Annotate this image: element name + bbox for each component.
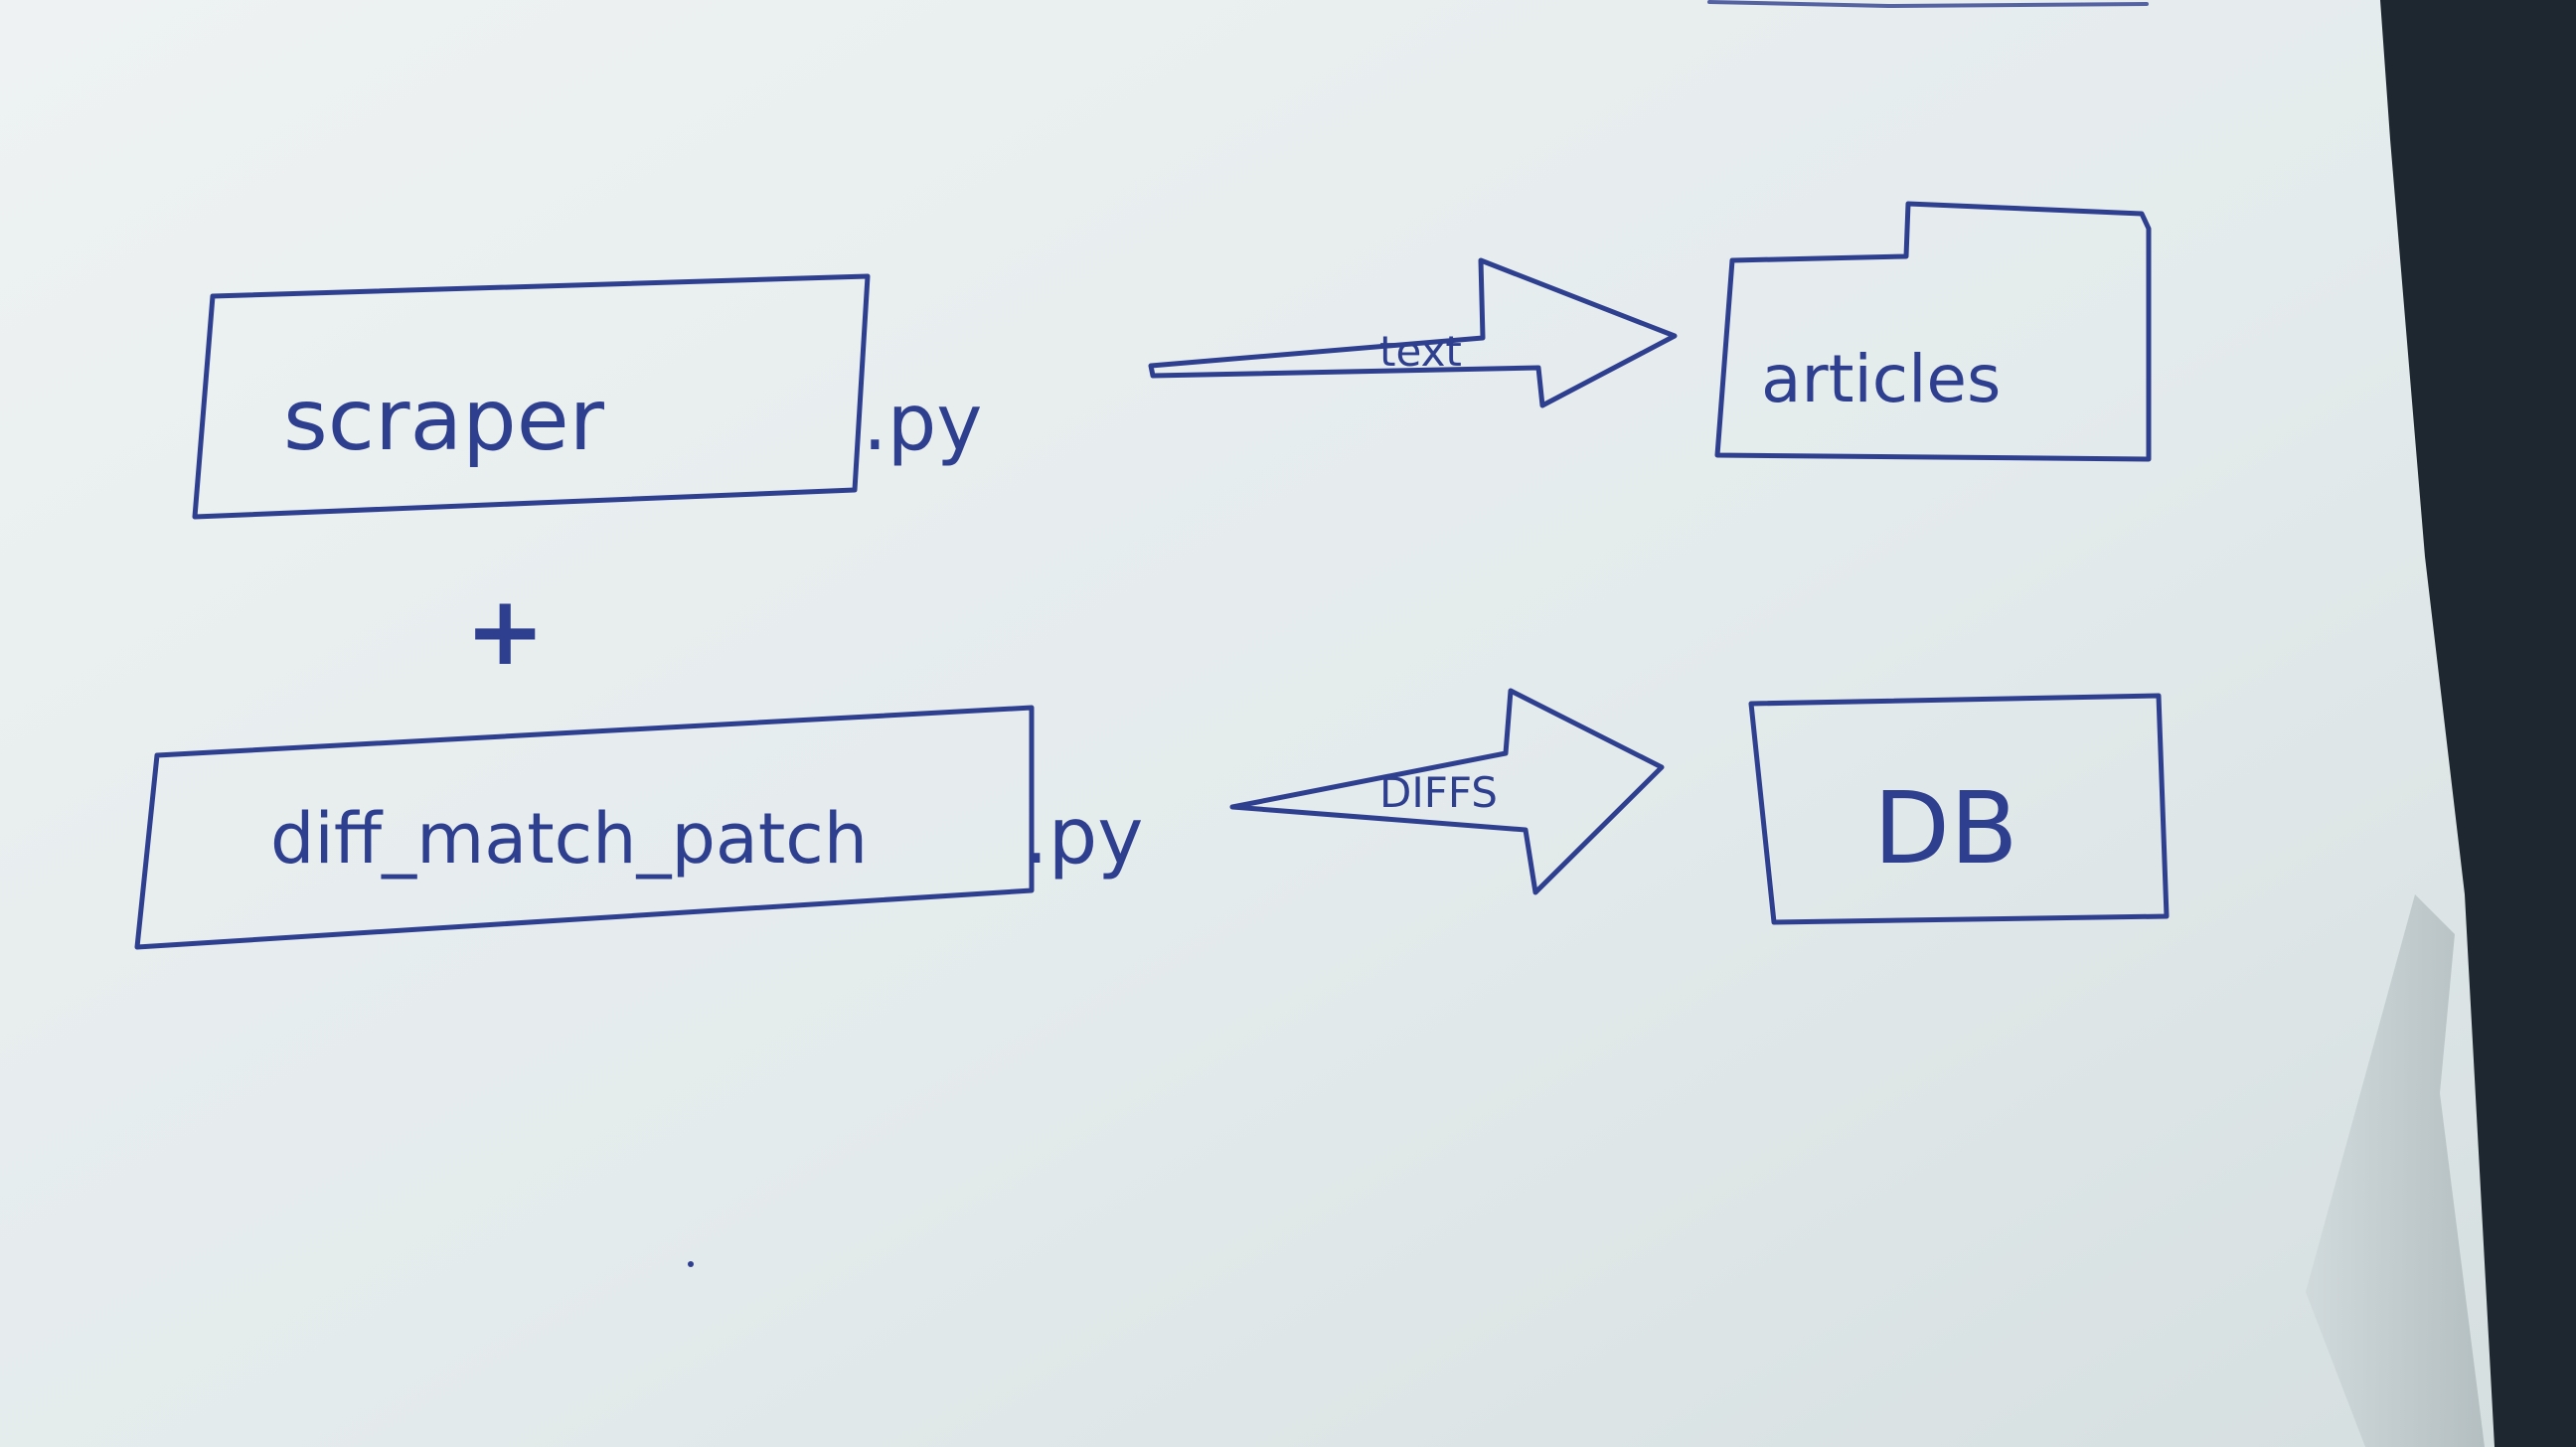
ink-dot xyxy=(688,1261,694,1267)
scraper-label: scraper xyxy=(283,371,605,470)
diffs-arrow-label: DIFFS xyxy=(1379,768,1498,817)
partial-box-top xyxy=(1707,0,2149,9)
text-arrow-label: text xyxy=(1379,327,1462,376)
db-label: DB xyxy=(1873,770,2018,886)
diffs-arrow xyxy=(1229,688,1665,895)
text-arrow xyxy=(1148,257,1678,408)
scraper-extension: .py xyxy=(863,379,982,468)
diff-match-patch-box xyxy=(134,705,1035,950)
scraper-box xyxy=(192,273,871,520)
plus-operator: + xyxy=(465,575,545,687)
articles-label: articles xyxy=(1761,341,2001,417)
diff-match-patch-extension: .py xyxy=(1024,792,1143,882)
paper-curl xyxy=(2306,894,2485,1447)
diff-match-patch-label: diff_match_patch xyxy=(270,798,868,880)
articles-folder xyxy=(1714,201,2152,462)
db-box xyxy=(1748,693,2170,925)
paper-sheet xyxy=(0,0,2495,1447)
